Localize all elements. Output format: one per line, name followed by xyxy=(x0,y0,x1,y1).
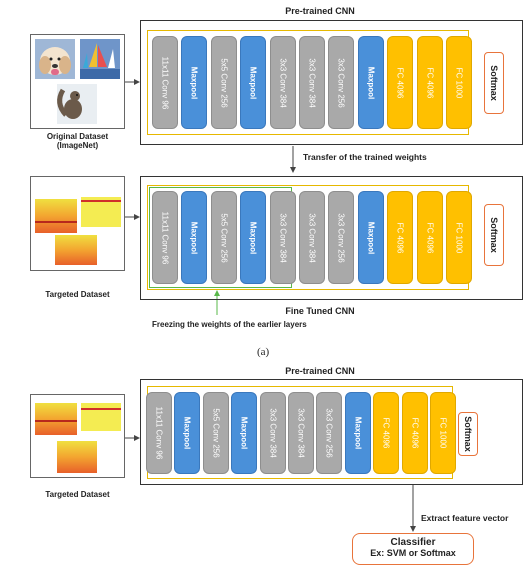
pretrained-b-layer-label: FC 4096 xyxy=(410,417,420,449)
pretrained-a-layer-6-3x3-conv-384: 3x3 Conv 384 xyxy=(299,36,325,129)
transfer-weights-label: Transfer of the trained weights xyxy=(303,152,427,162)
pretrained-a-layer-3-5x5-conv-256: 5x5 Conv 256 xyxy=(210,36,237,129)
pretrained-cnn-frame-b xyxy=(140,379,523,485)
pretrained-b-layer-5-3x3-conv-384: 3x3 Conv 384 xyxy=(259,392,286,474)
pretrained-a-softmax-box: Softmax xyxy=(484,52,504,114)
pretrained-title-a: Pre-trained CNN xyxy=(285,6,355,16)
fine-tuned-layer-label: Maxpool xyxy=(189,221,199,254)
pretrained-b-layer-label: 5x5 Conv 256 xyxy=(211,408,221,458)
pretrained-b-layer-8-maxpool: Maxpool xyxy=(344,392,371,474)
pretrained-a-layer-4-maxpool: Maxpool xyxy=(240,36,267,129)
pretrained-b-softmax-box: Softmax xyxy=(458,412,478,456)
spectrogram-thumbnails-a xyxy=(35,197,121,265)
fine-tuned-layer-label: 5x5 Conv 256 xyxy=(219,212,229,263)
pretrained-a-layer-9-fc-4096: FC 4096 xyxy=(387,36,414,129)
fine-tuned-layer-label: FC 4096 xyxy=(395,222,405,253)
fine-tuned-layer-label: 3x3 Conv 384 xyxy=(307,212,317,263)
pretrained-b-layer-label: 3x3 Conv 256 xyxy=(324,408,334,458)
pretrained-b-layer-4-maxpool: Maxpool xyxy=(231,392,258,474)
pretrained-b-layer-10-fc-4096: FC 4096 xyxy=(401,392,428,474)
fine-tuned-layer-1-11x11-conv-96: 11x11 Conv 96 xyxy=(152,191,178,284)
targeted-dataset-label-a: Targeted Dataset xyxy=(45,290,110,299)
fine-tuned-layer-3-5x5-conv-256: 5x5 Conv 256 xyxy=(210,191,237,284)
imagenet-samples xyxy=(30,34,125,129)
pretrained-b-layer-11-fc-1000: FC 1000 xyxy=(430,392,456,474)
imagenet-thumbnails xyxy=(35,39,120,124)
pretrained-b-layer-label: 11x11 Conv 96 xyxy=(154,406,164,460)
pretrained-b-layer-label: FC 4096 xyxy=(381,417,391,449)
fine-tuned-layer-label: 3x3 Conv 384 xyxy=(278,212,288,263)
extract-feature-label: Extract feature vector xyxy=(421,513,509,523)
spectrogram-thumbnails-b xyxy=(35,403,121,473)
pretrained-b-layer-label: 3x3 Conv 384 xyxy=(296,408,306,458)
pretrained-b-layer-1-11x11-conv-96: 11x11 Conv 96 xyxy=(146,392,172,474)
fine-tuned-layer-9-fc-4096: FC 4096 xyxy=(387,191,414,284)
pretrained-b-layer-label: Maxpool xyxy=(239,416,249,450)
classifier-box: Classifier Ex: SVM or Softmax xyxy=(352,533,474,565)
pretrained-title-b: Pre-trained CNN xyxy=(285,366,355,376)
pretrained-b-layer-6-3x3-conv-384: 3x3 Conv 384 xyxy=(288,392,314,474)
fine-tuned-softmax-box: Softmax xyxy=(484,204,504,266)
fine-tuned-title: Fine Tuned CNN xyxy=(285,306,355,316)
fine-tuned-layer-label: 3x3 Conv 256 xyxy=(336,212,346,263)
pretrained-a-layer-5-3x3-conv-384: 3x3 Conv 384 xyxy=(269,36,296,129)
fine-tuned-layer-8-maxpool: Maxpool xyxy=(357,191,384,284)
freeze-weights-label: Freezing the weights of the earlier laye… xyxy=(152,320,307,329)
pretrained-a-layer-11-fc-1000: FC 1000 xyxy=(446,36,472,129)
pretrained-a-layer-1-11x11-conv-96: 11x11 Conv 96 xyxy=(152,36,178,129)
pretrained-b-softmax-label: Softmax xyxy=(463,416,473,452)
fine-tuned-layer-label: Maxpool xyxy=(366,221,376,254)
fine-tuned-layer-label: FC 1000 xyxy=(454,222,464,253)
fine-tuned-layer-label: 11x11 Conv 96 xyxy=(160,211,170,264)
fine-tuned-softmax-label: Softmax xyxy=(489,217,499,253)
targeted-dataset-label-b: Targeted Dataset xyxy=(45,490,110,499)
pretrained-a-layer-8-maxpool: Maxpool xyxy=(357,36,384,129)
fine-tuned-layer-6-3x3-conv-384: 3x3 Conv 384 xyxy=(299,191,325,284)
original-dataset-label: Original Dataset (ImageNet) xyxy=(46,132,109,150)
pretrained-b-layer-label: Maxpool xyxy=(353,416,363,450)
pretrained-a-layer-10-fc-4096: FC 4096 xyxy=(416,36,443,129)
pretrained-b-layer-3-5x5-conv-256: 5x5 Conv 256 xyxy=(202,392,229,474)
fine-tuned-layer-label: FC 4096 xyxy=(425,222,435,253)
pretrained-b-layer-label: 3x3 Conv 384 xyxy=(268,408,278,458)
pretrained-b-layer-2-maxpool: Maxpool xyxy=(174,392,201,474)
fine-tuned-layer-4-maxpool: Maxpool xyxy=(240,191,267,284)
panel-a-caption: (a) xyxy=(257,346,270,358)
pretrained-cnn-frame-a xyxy=(140,20,523,145)
fine-tuned-layer-7-3x3-conv-256: 3x3 Conv 256 xyxy=(328,191,355,284)
target-spectrograms-b xyxy=(30,394,125,478)
target-spectrograms-a xyxy=(30,176,125,271)
fine-tuned-layer-5-3x3-conv-384: 3x3 Conv 384 xyxy=(269,191,296,284)
fine-tuned-layer-label: Maxpool xyxy=(248,221,258,254)
fine-tuned-layer-2-maxpool: Maxpool xyxy=(181,191,208,284)
pretrained-a-layer-7-3x3-conv-256: 3x3 Conv 256 xyxy=(328,36,355,129)
pretrained-b-layer-label: Maxpool xyxy=(182,416,192,450)
fine-tuned-layer-10-fc-4096: FC 4096 xyxy=(416,191,443,284)
pretrained-b-layer-9-fc-4096: FC 4096 xyxy=(373,392,400,474)
pretrained-b-layer-label: FC 1000 xyxy=(438,417,448,449)
fine-tuned-layer-11-fc-1000: FC 1000 xyxy=(446,191,472,284)
fine-tuned-cnn-frame xyxy=(140,176,523,300)
pretrained-a-layer-2-maxpool: Maxpool xyxy=(181,36,208,129)
pretrained-b-layer-7-3x3-conv-256: 3x3 Conv 256 xyxy=(316,392,343,474)
